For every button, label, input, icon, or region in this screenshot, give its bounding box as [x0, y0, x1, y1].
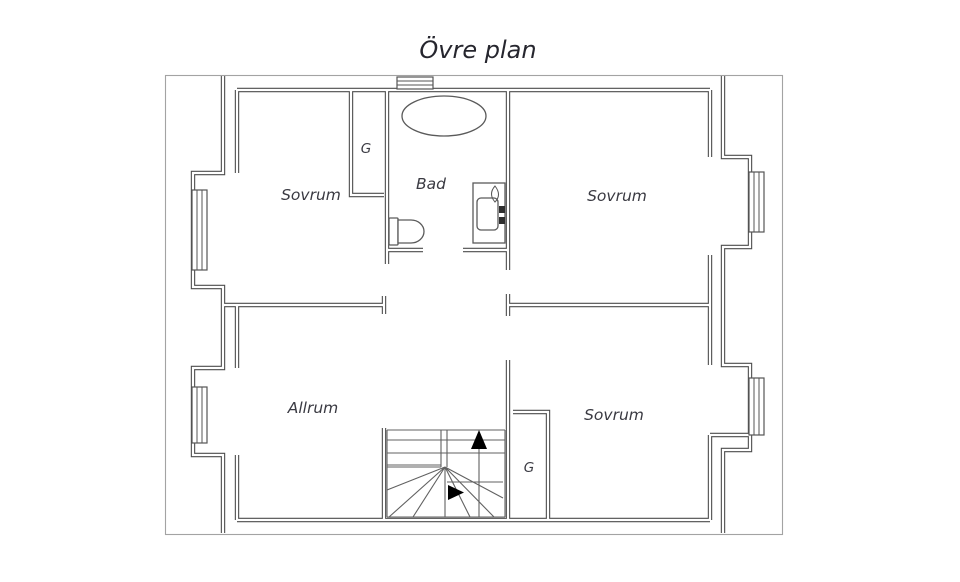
page-title: Övre plan	[419, 35, 536, 64]
bathroom-fixtures	[388, 95, 506, 246]
bathtub-icon	[401, 95, 487, 137]
wall-lines	[190, 75, 753, 533]
room-label-bad: Bad	[416, 175, 446, 193]
sink-icon	[472, 182, 506, 244]
toilet-icon	[388, 217, 425, 246]
window-icon	[748, 377, 765, 436]
stair-up-arrow-icon	[471, 430, 487, 449]
building-outline	[164, 74, 784, 536]
staircase-icon	[386, 429, 506, 518]
window-icon	[191, 189, 208, 271]
window-icon	[748, 171, 765, 233]
stair-right-arrow-icon	[448, 485, 464, 500]
windows	[191, 76, 765, 444]
room-label-sovrum-bottom-right: Sovrum	[584, 406, 644, 424]
window-icon	[191, 386, 208, 444]
room-label-allrum: Allrum	[287, 399, 339, 417]
closet-label-top: G	[361, 141, 371, 157]
room-label-sovrum-top-right: Sovrum	[587, 187, 647, 205]
window-icon	[396, 76, 434, 90]
room-label-sovrum-top-left: Sovrum	[281, 186, 341, 204]
closet-label-bottom: G	[524, 460, 534, 476]
